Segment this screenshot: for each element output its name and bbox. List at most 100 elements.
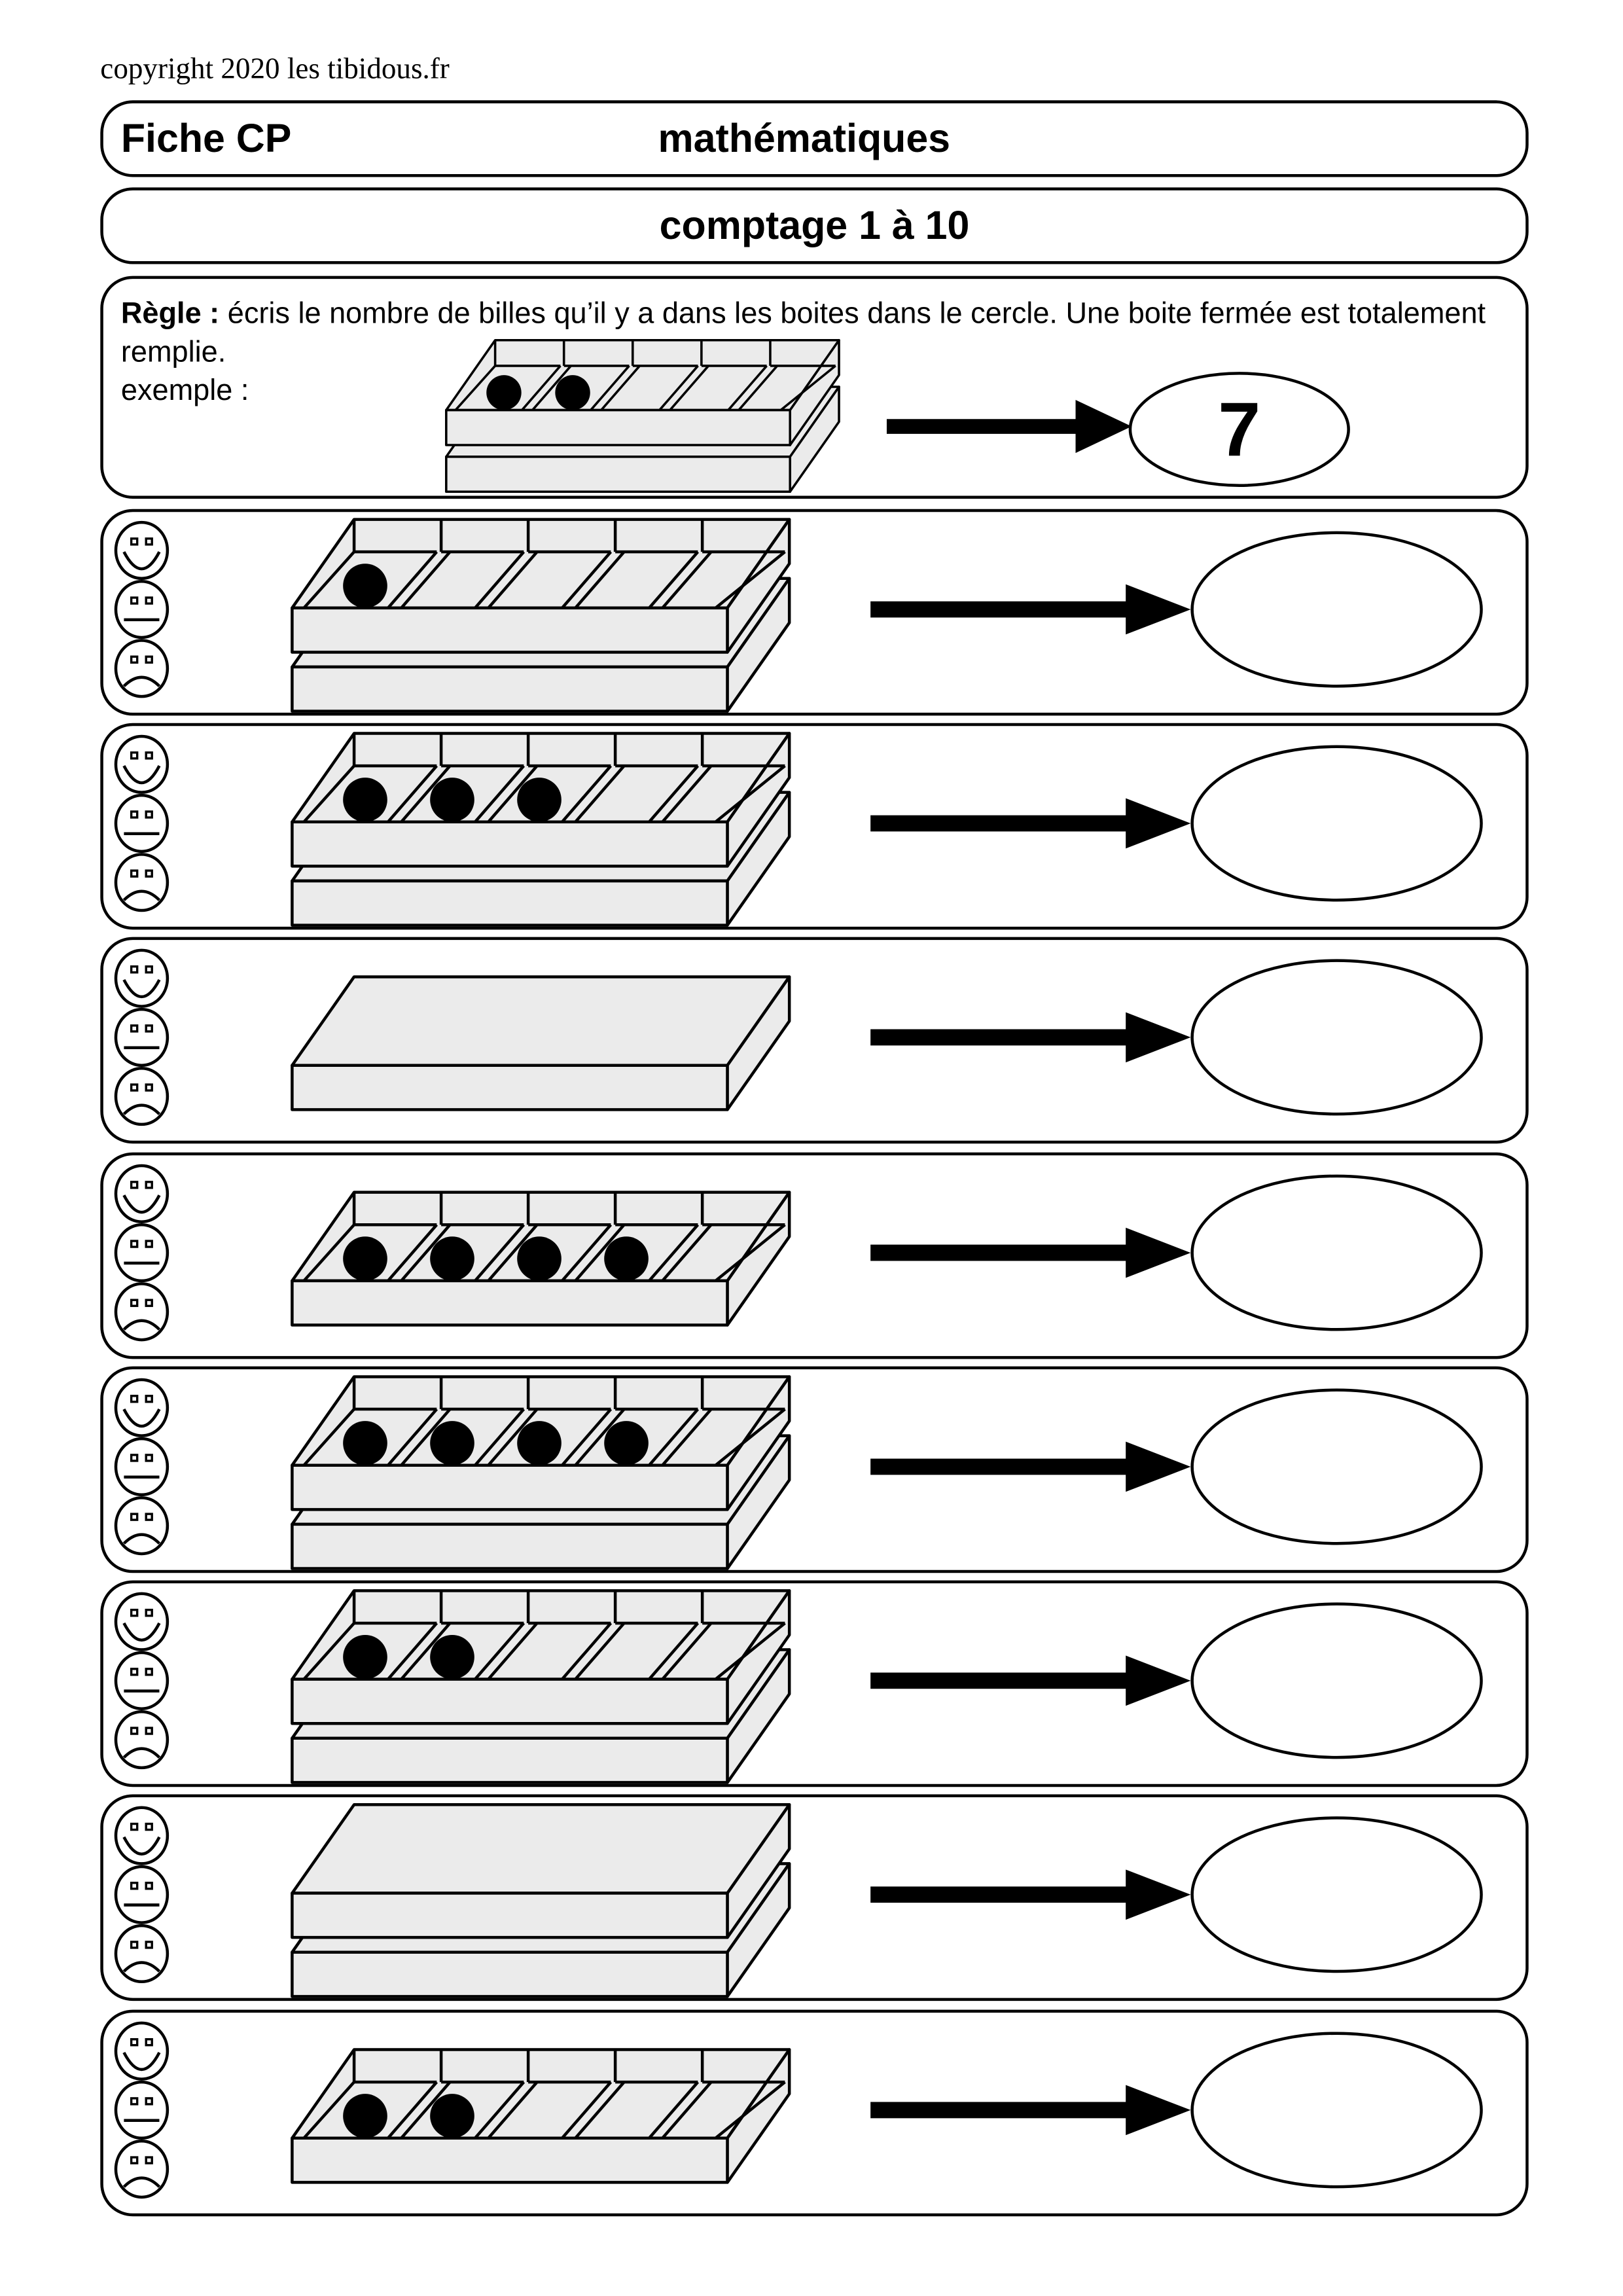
- sad-face-icon[interactable]: [114, 1924, 169, 1984]
- box-front: [291, 606, 729, 654]
- eye: [145, 2097, 153, 2106]
- eye: [130, 1083, 139, 1092]
- happy-face-icon[interactable]: [114, 948, 169, 1008]
- happy-face-icon[interactable]: [114, 1806, 169, 1865]
- neutral-face-icon[interactable]: [114, 1223, 169, 1283]
- happy-face-icon[interactable]: [114, 1378, 169, 1437]
- eye: [145, 1668, 153, 1676]
- box-front: [291, 820, 729, 868]
- tray-wall: [715, 764, 786, 823]
- eye: [130, 965, 139, 974]
- neutral-face-icon[interactable]: [114, 1437, 169, 1497]
- happy-face-icon[interactable]: [114, 520, 169, 581]
- sad-face-icon[interactable]: [114, 1067, 169, 1126]
- neutral-face-icon[interactable]: [114, 2080, 169, 2140]
- exercise-row: [100, 2009, 1529, 2217]
- neutral-face-icon[interactable]: [114, 793, 169, 853]
- box-front: [291, 1892, 729, 1939]
- neutral-face-icon[interactable]: [114, 1651, 169, 1710]
- answer-circle[interactable]: [1190, 1602, 1483, 1759]
- sad-face-icon[interactable]: [114, 853, 169, 912]
- happy-face-icon[interactable]: [114, 1592, 169, 1651]
- eye: [130, 1941, 139, 1949]
- divider: [487, 1408, 539, 1467]
- divider: [387, 1408, 438, 1467]
- divider: [474, 1622, 526, 1681]
- eye: [130, 1181, 139, 1189]
- tray-wall: [302, 1408, 355, 1467]
- eye: [145, 596, 153, 605]
- mouth: [122, 1747, 161, 1759]
- tray-wall: [715, 1408, 786, 1467]
- tray-wall: [302, 764, 355, 823]
- face-outline: [114, 2021, 169, 2081]
- divider: [661, 1408, 713, 1467]
- divider: [387, 764, 438, 823]
- divider: [600, 365, 641, 411]
- divider: [648, 550, 700, 609]
- divider: [658, 365, 699, 411]
- exercise-row: [100, 1366, 1529, 1573]
- neutral-face-icon[interactable]: [114, 580, 169, 639]
- happy-face-icon[interactable]: [114, 2021, 169, 2081]
- sad-face-icon[interactable]: [114, 2140, 169, 2199]
- answer-circle[interactable]: [1190, 1388, 1483, 1545]
- sad-face-icon[interactable]: [114, 1496, 169, 1556]
- marble: [430, 1236, 474, 1281]
- sad-face-icon[interactable]: [114, 1710, 169, 1770]
- answer-circle[interactable]: [1190, 1174, 1483, 1331]
- marble: [486, 375, 522, 410]
- sad-face-icon[interactable]: [114, 639, 169, 698]
- answer-circle[interactable]: [1190, 745, 1483, 902]
- sad-face-icon[interactable]: [114, 1282, 169, 1342]
- face-outline: [114, 948, 169, 1008]
- face-outline: [114, 2080, 169, 2140]
- divider: [487, 1223, 539, 1282]
- face-outline: [114, 1651, 169, 1710]
- divider: [400, 1223, 452, 1282]
- exercise-illustration: [114, 1803, 1483, 1998]
- exercise-illustration: [114, 732, 1483, 927]
- exercise-row: [100, 1580, 1529, 1787]
- mouth: [122, 675, 161, 687]
- self-assessment: [114, 948, 169, 1126]
- answer-circle[interactable]: [1190, 2032, 1483, 2189]
- mouth: [122, 1103, 161, 1115]
- eye: [130, 1299, 139, 1307]
- eye: [145, 1083, 153, 1092]
- face-outline: [114, 1067, 169, 1126]
- eye: [130, 1608, 139, 1617]
- divider: [727, 365, 768, 411]
- divider: [661, 1223, 713, 1282]
- eye: [130, 537, 139, 546]
- marble: [517, 1236, 562, 1281]
- eye: [130, 869, 139, 878]
- divider: [661, 1622, 713, 1681]
- happy-face-icon[interactable]: [114, 1164, 169, 1223]
- exercise-illustration: [114, 1164, 1483, 1342]
- divider: [648, 764, 700, 823]
- divider: [387, 550, 438, 609]
- level-label: Fiche CP: [120, 117, 292, 161]
- divider: [561, 550, 613, 609]
- divider: [648, 1408, 700, 1467]
- marble: [517, 778, 562, 822]
- face-outline: [114, 580, 169, 639]
- marble-tray: [291, 1375, 791, 1511]
- neutral-face-icon[interactable]: [114, 1007, 169, 1067]
- marble: [343, 1421, 387, 1465]
- eye: [145, 2156, 153, 2164]
- divider: [661, 2081, 713, 2140]
- neutral-face-icon[interactable]: [114, 1865, 169, 1924]
- title-box: comptage 1 à 10: [100, 187, 1529, 264]
- face-outline: [114, 1437, 169, 1497]
- happy-face-icon[interactable]: [114, 734, 169, 794]
- answer-circle[interactable]: [1190, 1816, 1483, 1973]
- face-outline: [114, 2140, 169, 2199]
- divider: [474, 550, 526, 609]
- marble: [343, 1634, 387, 1679]
- answer-circle[interactable]: [1190, 959, 1483, 1116]
- answer-circle[interactable]: [1190, 531, 1483, 688]
- box-front: [291, 1677, 729, 1725]
- face-outline: [114, 1592, 169, 1651]
